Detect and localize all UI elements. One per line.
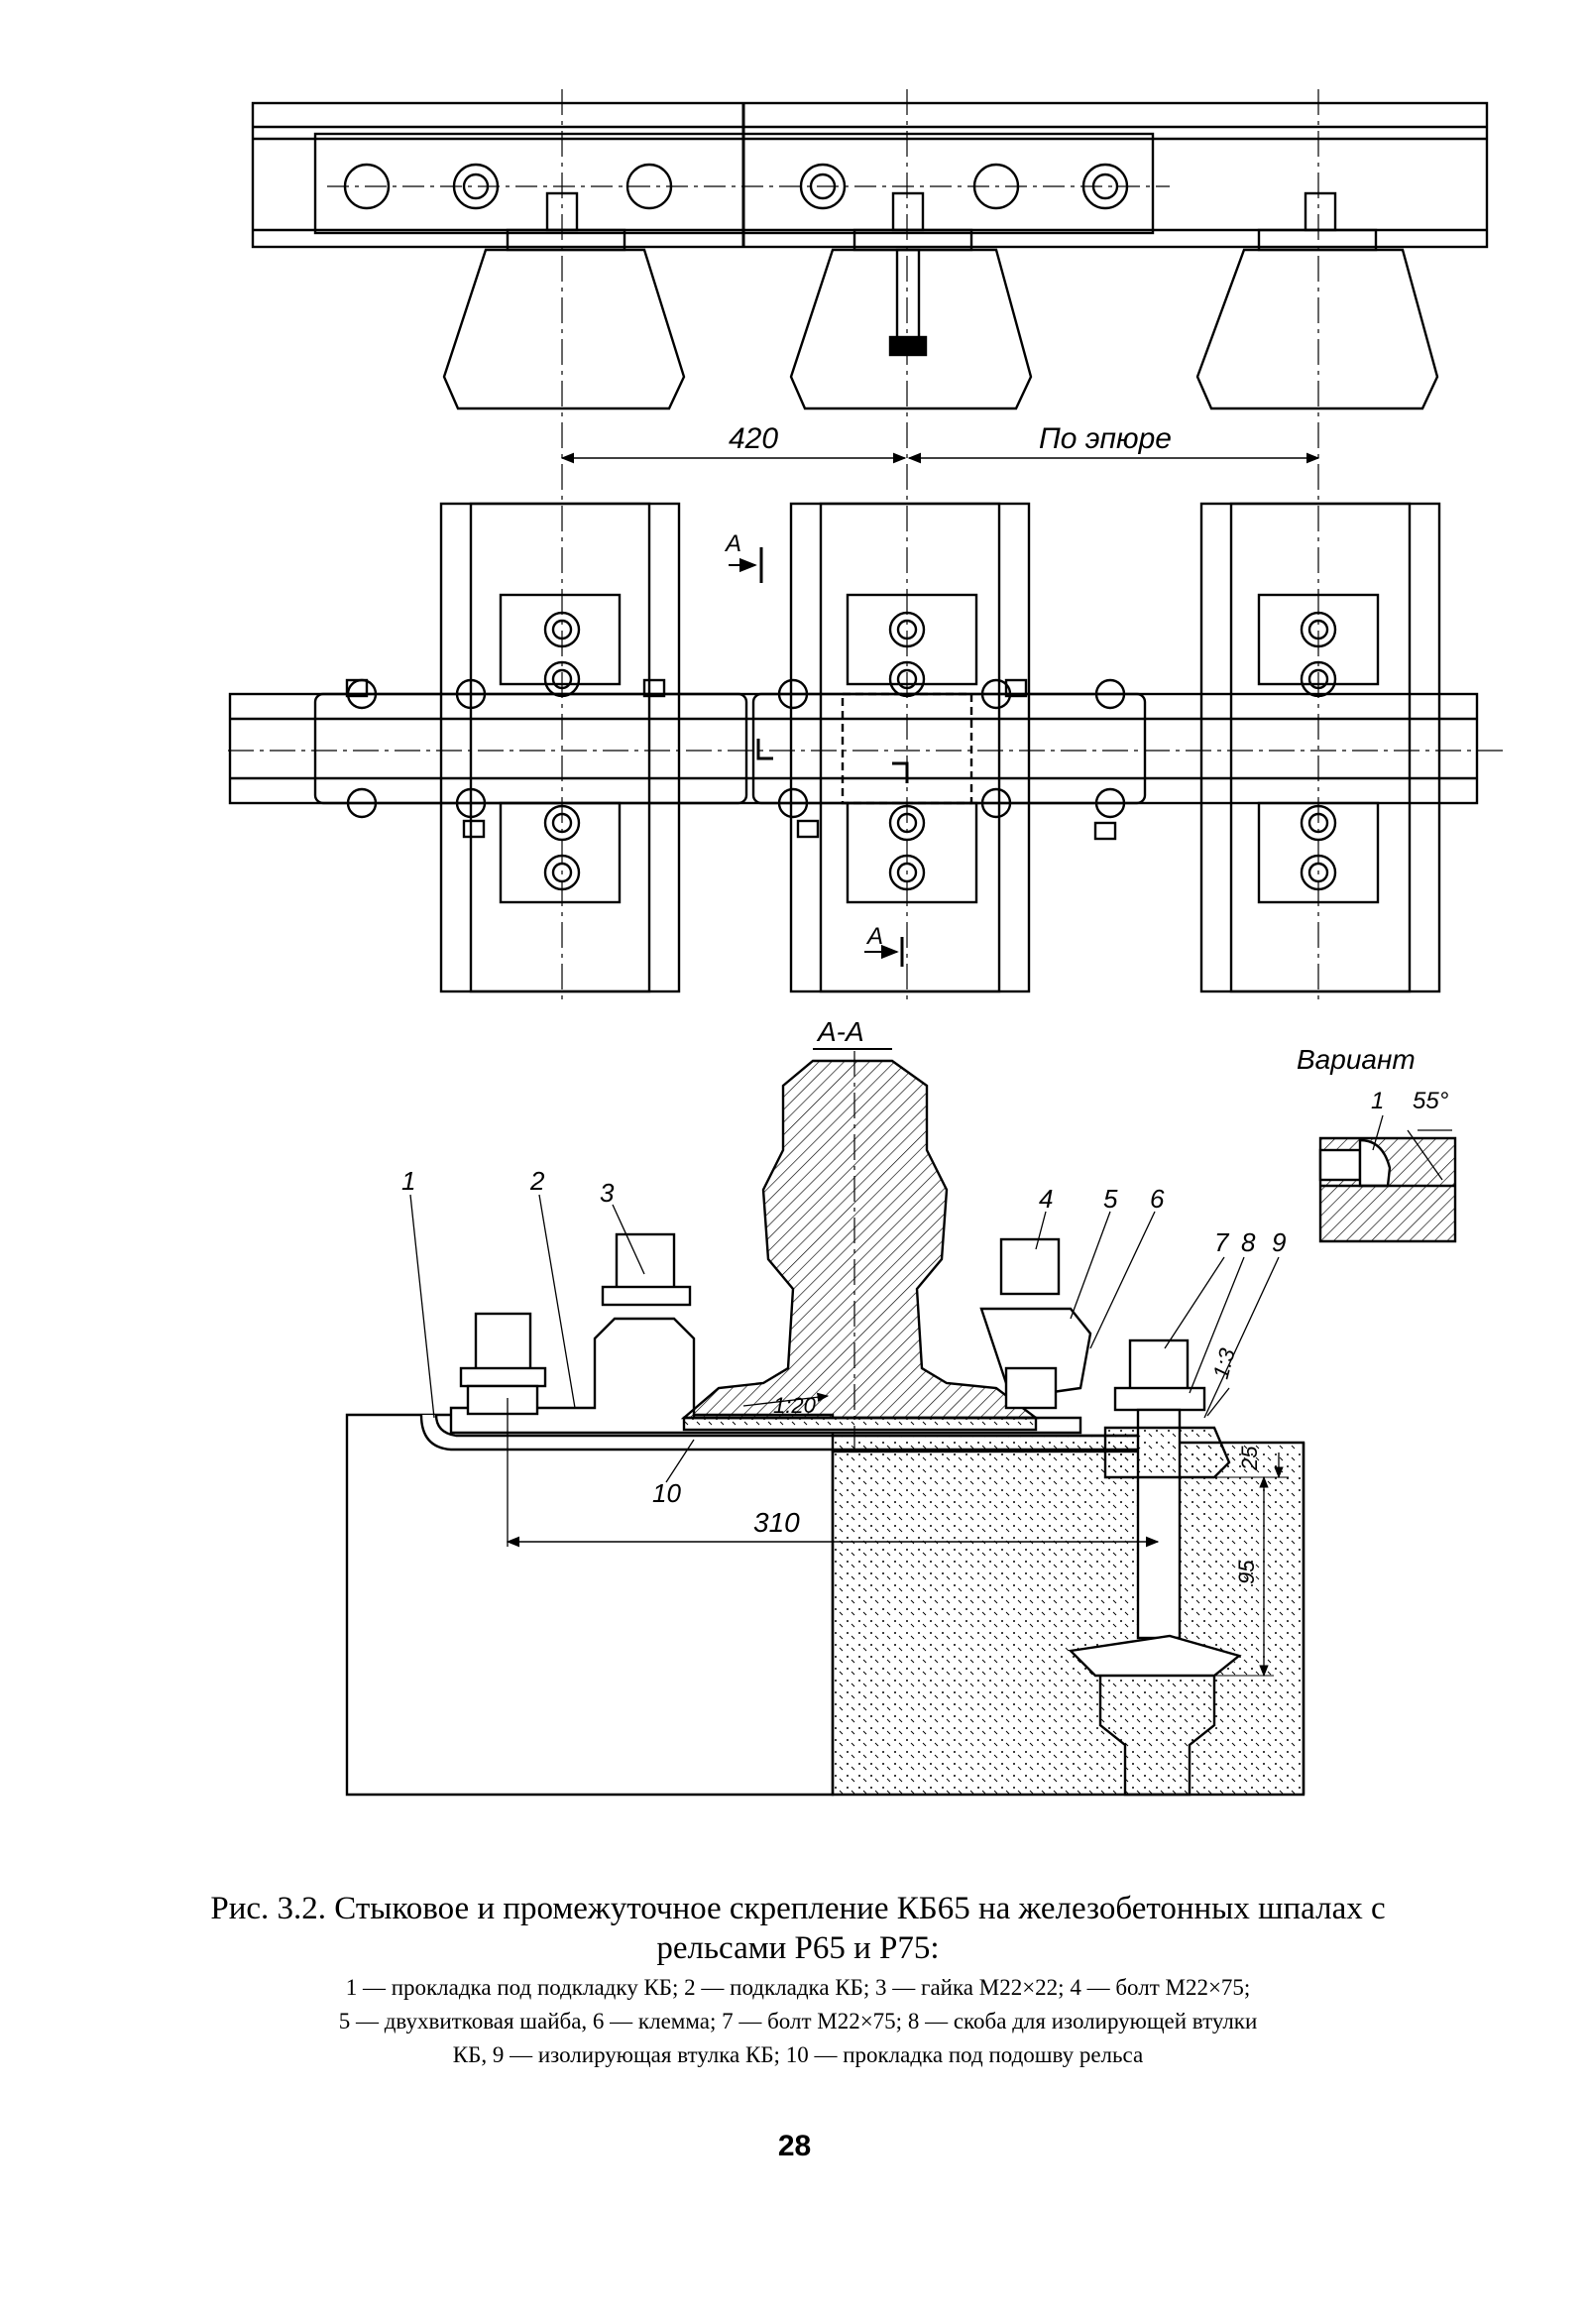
rail-side: [251, 101, 1489, 249]
callout-4: 4: [1039, 1184, 1053, 1214]
variant-inset: [1318, 1114, 1457, 1243]
callout-3: 3: [600, 1178, 615, 1208]
concrete-sleeper: [831, 1441, 1305, 1797]
callout-2: 2: [529, 1166, 545, 1196]
variant-title: Вариант: [1297, 1044, 1416, 1075]
dim-310-label: 310: [753, 1507, 800, 1538]
dim-420-label: 420: [729, 422, 778, 455]
variant-angle: 55°: [1413, 1088, 1449, 1114]
callout-7: 7: [1214, 1227, 1230, 1257]
section-title: A-A: [816, 1016, 864, 1047]
figure-legend: 1 — прокладка под подкладку КБ; 2 — подк…: [149, 1971, 1447, 2072]
callout-5: 5: [1103, 1184, 1118, 1214]
legend-line-1: 1 — прокладка под подкладку КБ; 2 — подк…: [345, 1975, 1251, 2000]
slope-1-20-label: 1:20: [773, 1393, 817, 1418]
section-mark-a-top: A: [724, 530, 741, 557]
callout-1: 1: [401, 1166, 415, 1196]
sleeper-side-1: [442, 248, 686, 410]
variant-item: 1: [1371, 1088, 1384, 1114]
plan-view: [228, 502, 1507, 993]
bolt-hole: [343, 163, 391, 210]
bolt-head: [1081, 163, 1129, 210]
section-mark-a-bottom: A: [865, 923, 883, 950]
sleeper-plan-1: [439, 502, 681, 993]
sleeper-side-3: [1195, 248, 1439, 410]
section-a-a-view: [345, 1051, 1305, 1797]
bolt-hole: [972, 163, 1020, 210]
caption-title-line-2: рельсами Р65 и Р75:: [656, 1930, 940, 1966]
dim-epure-label: По эпюре: [1039, 422, 1172, 455]
legend-line-2: 5 — двухвитковая шайба, 6 — клемма; 7 — …: [338, 2009, 1258, 2034]
callout-6: 6: [1150, 1184, 1165, 1214]
legend-line-3: КБ, 9 — изолирующая втулка КБ; 10 — прок…: [452, 2042, 1144, 2067]
callout-8: 8: [1241, 1227, 1256, 1257]
technical-drawing: 420 По эпюре: [228, 89, 1507, 1797]
dim-25-label: 25: [1237, 1446, 1262, 1471]
figure-caption-title: Рис. 3.2. Стыковое и промежуточное скреп…: [149, 1889, 1447, 1968]
caption-title-line-1: Рис. 3.2. Стыковое и промежуточное скреп…: [210, 1891, 1386, 1926]
base-plate: [449, 1317, 1082, 1435]
page-number: 28: [777, 2130, 812, 2162]
rail-plan: [228, 692, 1479, 805]
joint-bar: [313, 132, 1155, 235]
dim-95-label: 95: [1234, 1560, 1259, 1584]
sleeper-side-2: [789, 248, 1033, 410]
rail-section: [680, 1059, 1040, 1420]
side-elevation-view: [251, 89, 1489, 1001]
callout-9: 9: [1272, 1227, 1286, 1257]
insulating-sleeve: [1103, 1426, 1231, 1479]
sleeper-plan-2: [789, 502, 1031, 993]
sleeper-plan-3: [1199, 502, 1441, 993]
bolt-head: [799, 163, 847, 210]
bolt-head: [452, 163, 500, 210]
bolt-hole: [625, 163, 673, 210]
callout-10: 10: [652, 1478, 681, 1508]
